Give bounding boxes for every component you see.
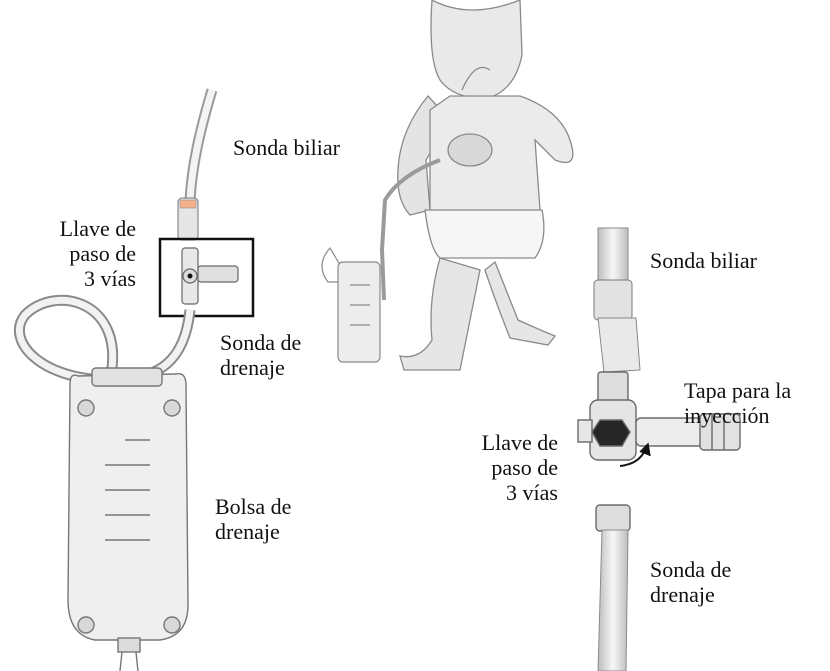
left-stopcock — [181, 247, 239, 305]
left-biliary-tube-label: Sonda biliar — [233, 135, 340, 160]
right-biliary-tube — [593, 227, 641, 373]
label-line: paso de — [69, 241, 136, 266]
label-line: Bolsa de — [215, 494, 292, 519]
label-line: 3 vías — [506, 480, 558, 505]
label-line: Llave de — [59, 216, 136, 241]
left-drain-tube-label: Sonda de drenaje — [220, 330, 301, 380]
label-line: drenaje — [220, 355, 285, 380]
label-line: Sonda de — [220, 330, 302, 355]
child-illustration — [379, 0, 574, 371]
right-drain-tube — [597, 529, 629, 671]
left-stopcock-frame — [158, 237, 255, 318]
drainage-bag-label: Bolsa de drenaje — [215, 494, 291, 544]
label-line: inyección — [684, 403, 770, 428]
label-line: 3 vías — [84, 266, 136, 291]
right-biliary-tube-label: Sonda biliar — [650, 248, 757, 273]
injection-cap-label: Tapa para la inyección — [684, 378, 791, 428]
label-line: paso de — [491, 455, 558, 480]
right-stopcock — [577, 371, 741, 532]
right-stopcock-label: Llave de paso de 3 vías — [450, 430, 558, 505]
label-line: Llave de — [481, 430, 558, 455]
left-biliary-tube — [184, 88, 218, 201]
right-drain-tube-label: Sonda de drenaje — [650, 557, 731, 607]
label-line: Sonda de — [650, 557, 732, 582]
label-line: drenaje — [215, 519, 280, 544]
left-drain-tube — [14, 294, 196, 386]
label-line: drenaje — [650, 582, 715, 607]
left-stopcock-label: Llave de paso de 3 vías — [28, 216, 136, 291]
left-drainage-bag — [67, 367, 189, 671]
label-line: Tapa para la — [684, 378, 792, 403]
child-drainage-bag — [321, 246, 381, 363]
